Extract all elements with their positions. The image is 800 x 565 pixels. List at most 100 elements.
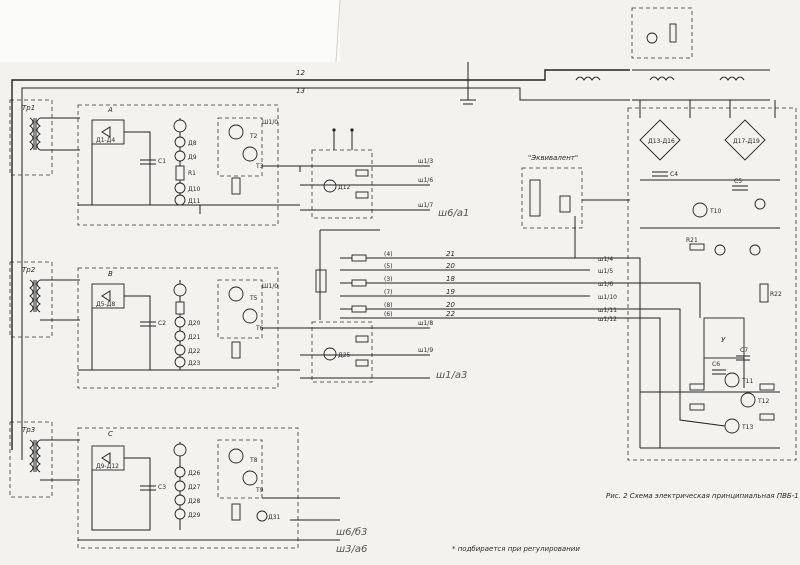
stabilizer-c-frame: [77, 427, 299, 549]
equivalent-title: "Эквивалент": [528, 154, 578, 162]
ic-block: [703, 317, 745, 359]
transistor-c1: [173, 443, 187, 457]
bridge-a: [91, 119, 125, 145]
resistor-right-2: [759, 283, 769, 303]
right-control-block: Д13-Д16 Д17-Д19 C4 C5 T10 R21 R22 У C6 C…: [590, 107, 797, 461]
zener-c1-label: Д26: [188, 470, 201, 477]
zener-c4: [174, 508, 186, 520]
conn-mid-2: ш1/5: [598, 268, 613, 275]
wire-number-12: 12: [296, 69, 305, 77]
zener-b2-label: Д21: [188, 334, 201, 341]
bridge-c-label: Д9-Д12: [96, 463, 119, 470]
transistor-b1: [173, 283, 187, 297]
top-bus-wires: 12 13: [11, 62, 630, 460]
resistor-r36: [355, 191, 369, 199]
stabilizer-a-frame: [77, 104, 279, 226]
top-right-coil-1: [575, 76, 601, 81]
bus-number-1: 21: [446, 250, 455, 258]
zener-a3: [174, 182, 186, 194]
bus-pin-6: (6): [384, 311, 393, 318]
conn-a-3: ш1/7: [418, 202, 433, 209]
bus-number-2: 20: [446, 262, 455, 270]
cap-right-3-label: C6: [712, 361, 720, 368]
equivalent-switch: [529, 179, 541, 217]
transistor-t12-label: T12: [757, 398, 769, 405]
bus-pin-4: (7): [384, 289, 393, 296]
block-b-output: Д25 ш1/8 ш1/9 ш1/а3: [262, 320, 467, 383]
zener-c1: [174, 466, 186, 478]
resistor-b1: [175, 301, 185, 315]
transistor-t10: [692, 202, 708, 218]
transistor-t11: [724, 372, 740, 388]
capacitor-c-label: C3: [158, 484, 166, 491]
transistor-a2-label: T2: [249, 133, 258, 140]
conn-mid-5: ш1/11: [598, 307, 617, 314]
zener-a2-label: Д9: [188, 154, 197, 161]
transistor-t10-label: T10: [709, 208, 721, 215]
resistor-b2: [231, 341, 241, 359]
resistor-b-out1: [355, 335, 369, 343]
transistor-a1: [173, 119, 187, 133]
resistor-right-1: [689, 243, 705, 251]
bridge-c-diode-icon: [101, 452, 111, 464]
equivalent-frame: [521, 167, 583, 229]
transistor-c2: [228, 448, 244, 464]
indicator-a: [323, 179, 337, 193]
top-right-transistor: [646, 32, 658, 44]
zener-b1: [174, 316, 186, 328]
wire-number-13: 13: [296, 87, 305, 95]
handwritten-sh1-a3: ш1/а3: [436, 370, 467, 381]
footnote: * подбирается при регулировании: [452, 545, 580, 553]
block-a-output: Д12 ш1/3 ш1/6 ш1/7 ш6/а1: [300, 128, 469, 219]
bridge-right-1: [639, 119, 681, 161]
resistor-right-1-label: R21: [686, 237, 698, 244]
conn-a-1: ш1/3: [418, 158, 433, 165]
transistor-pair-b-frame: [217, 279, 263, 339]
cap-right-4-label: C7: [740, 347, 748, 354]
transistor-b2: [228, 286, 244, 302]
top-right-section: [575, 7, 776, 118]
bus-resistor-3: [351, 305, 367, 313]
diode-right-3: [749, 244, 761, 256]
transistor-a2: [228, 124, 244, 140]
right-frame: [627, 107, 797, 461]
resistor-right-6: [759, 413, 775, 421]
transformer-c-frame: [9, 421, 53, 498]
transistor-t11-label: T11: [741, 378, 753, 385]
bus-number-5: 20: [446, 301, 455, 309]
indicator-c: [256, 510, 268, 522]
conn-mid-6: ш1/12: [598, 316, 617, 323]
zener-b4: [174, 356, 186, 368]
conn-b-1: ш1/8: [418, 320, 433, 327]
block-b: Тр2 B Д5-Д8 C2 Д20 Д21 Д22 Д23 T5 T6 Ш1/…: [9, 261, 300, 389]
transformer-c-primary: [29, 439, 34, 473]
cap-right-2-label: C5: [734, 178, 742, 185]
bridge-right-2-label: Д17-Д19: [733, 138, 760, 145]
transistor-c3-label: T9: [255, 487, 264, 494]
transformer-a-secondary: [36, 117, 41, 151]
diode-right: [754, 198, 766, 210]
handwritten-sh6-a1: ш6/а1: [438, 208, 469, 219]
conn-mid-3: ш1/6: [598, 281, 613, 288]
zener-c2-label: Д27: [188, 484, 201, 491]
indicator-a-frame: [311, 149, 373, 219]
transistor-b2-label: T5: [249, 295, 258, 302]
zener-c3: [174, 494, 186, 506]
transistor-pair-c-frame: [217, 439, 263, 499]
bus-resistor-2: [351, 279, 367, 287]
indicator-b: [323, 347, 337, 361]
conn-b-2: ш1/9: [418, 347, 433, 354]
resistor-right-5: [689, 403, 705, 411]
resistor-a2: [231, 177, 241, 195]
block-a-mark: Ш1/0: [262, 119, 278, 126]
handwritten-sh3-a6: ш3/а6: [336, 544, 367, 555]
resistor-c2: [231, 503, 241, 521]
bus-pin-2: (5): [384, 263, 393, 270]
block-a-letter: A: [107, 106, 113, 114]
zener-a3-label: Д10: [188, 186, 201, 193]
indicator-a-label: Д12: [338, 184, 351, 191]
bus-pin-5: (8): [384, 302, 393, 309]
block-c-letter: C: [108, 430, 113, 438]
resistor-right-4: [759, 383, 775, 391]
